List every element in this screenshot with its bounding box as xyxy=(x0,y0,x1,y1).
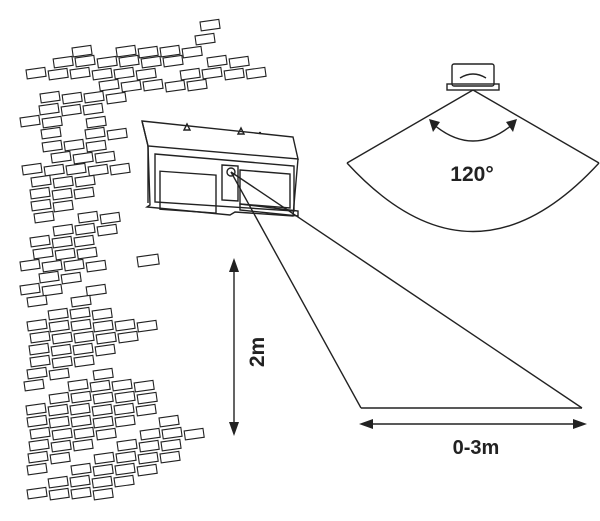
brick-wall-icon xyxy=(19,18,267,501)
angle-label: 120° xyxy=(450,163,493,186)
pir-sensor-icon xyxy=(446,63,500,91)
detection-range-arrow xyxy=(359,419,587,429)
detection-cone xyxy=(230,171,583,409)
detection-range-label: 0-3m xyxy=(453,437,500,459)
solar-motion-light-icon xyxy=(141,120,299,217)
sensor-lens xyxy=(226,167,236,177)
angle-fan xyxy=(346,89,600,233)
mount-height-label: 2m xyxy=(246,337,269,367)
mount-height-arrow xyxy=(229,258,239,436)
